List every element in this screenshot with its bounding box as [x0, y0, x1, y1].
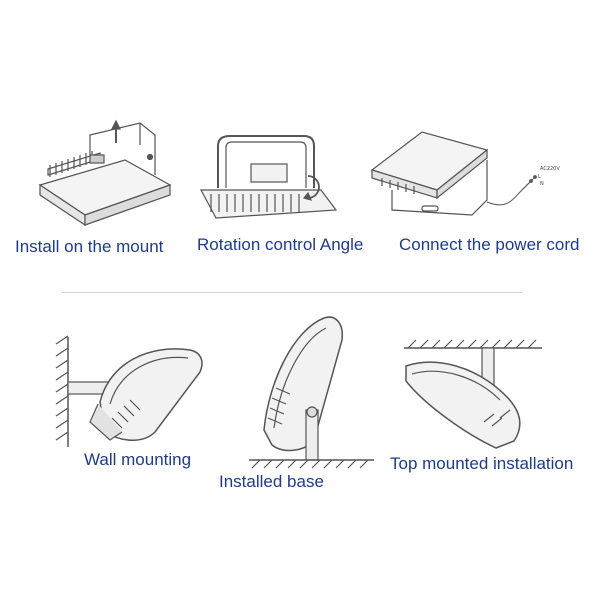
power-cord-illustration: AC220V L N — [362, 120, 562, 230]
base-mount-illustration — [244, 310, 379, 470]
wall-mount-illustration — [50, 332, 225, 447]
section-divider — [62, 292, 522, 293]
install-on-mount-illustration — [30, 115, 190, 235]
wire-voltage-label: AC220V — [540, 166, 560, 172]
wire-neutral-label: N — [540, 181, 544, 187]
caption-install-on-mount: Install on the mount — [15, 237, 164, 256]
caption-connect-power-cord: Connect the power cord — [399, 235, 580, 254]
ceiling-mount-illustration — [396, 336, 546, 451]
caption-wall-mounting: Wall mounting — [84, 450, 192, 469]
caption-rotation-angle: Rotation control Angle — [197, 235, 364, 254]
rotation-angle-illustration — [196, 128, 346, 228]
caption-installed-base: Installed base — [219, 472, 324, 491]
wire-live-label: L — [538, 174, 541, 180]
caption-top-mounted: Top mounted installation — [390, 454, 574, 473]
